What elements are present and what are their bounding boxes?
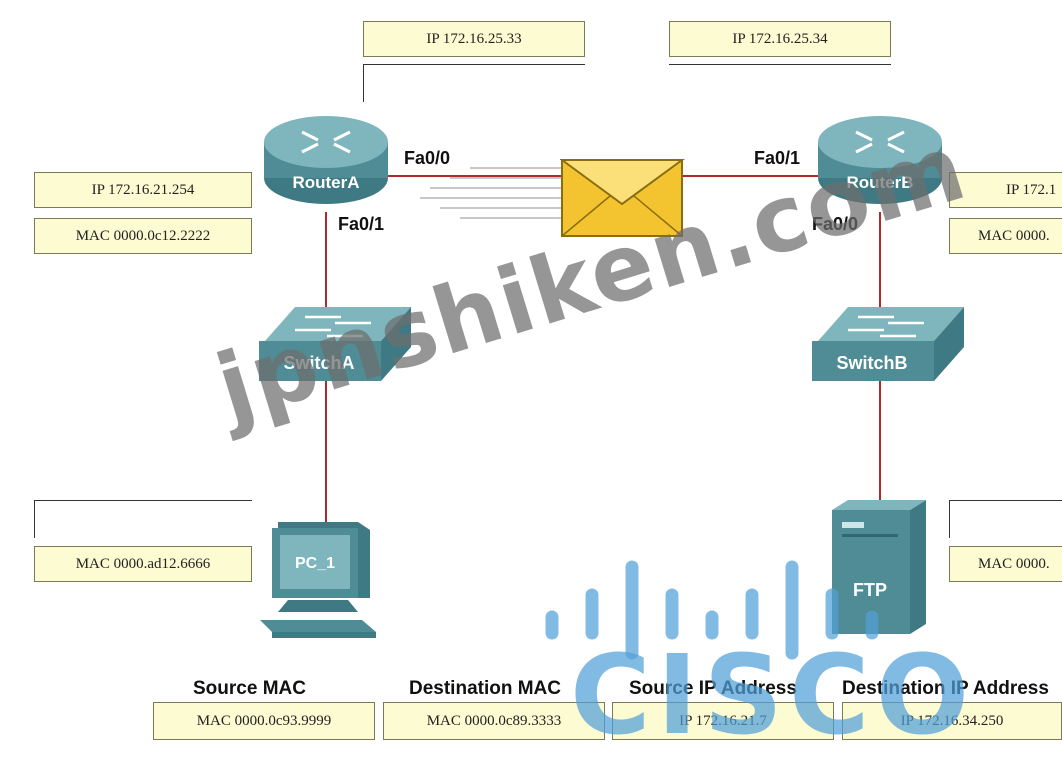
routerA-fa0-0-label: Fa0/0 — [404, 148, 451, 168]
routerA-name: RouterA — [292, 173, 359, 192]
ftp-server-icon[interactable]: FTP — [830, 498, 940, 640]
routerB-top-ip-label: IP 172.16.25.34 — [669, 21, 891, 57]
link-routerB-switchB — [879, 212, 881, 310]
routerA-mac-label: MAC 0000.0c12.2222 — [34, 218, 252, 254]
header-source-ip: Source IP Address — [629, 678, 797, 699]
ftp-bracket — [949, 500, 1062, 538]
routerB-ip-label: IP 172.1 — [949, 172, 1062, 208]
link-switchA-pc — [325, 380, 327, 525]
value-source-ip: IP 172.16.21.7 — [612, 702, 834, 740]
cisco-logo-bars-icon — [545, 560, 879, 660]
routerB-mac-label: MAC 0000. — [949, 218, 1062, 254]
value-destination-mac: MAC 0000.0c89.3333 — [383, 702, 605, 740]
switchA-icon[interactable]: SwitchA — [255, 305, 415, 385]
link-routerA-routerB-left — [385, 175, 565, 177]
switchB-icon[interactable]: SwitchB — [808, 305, 968, 385]
value-destination-ip: IP 172.16.34.250 — [842, 702, 1062, 740]
routerA-icon[interactable]: RouterA — [262, 112, 402, 212]
routerB-icon[interactable]: RouterB — [816, 112, 956, 212]
routerA-ip-label: IP 172.16.21.254 — [34, 172, 252, 208]
routerA-top-ip-label: IP 172.16.25.33 — [363, 21, 585, 57]
link-routerA-routerB-right — [680, 175, 820, 177]
switchA-name: SwitchA — [283, 353, 354, 373]
cisco-logo-text: CISCO — [570, 631, 976, 759]
routerB-top-bracket — [669, 64, 891, 102]
pc-icon[interactable]: PC_1 — [258, 520, 388, 640]
ftp-mac-label: MAC 0000. — [949, 546, 1062, 582]
routerA-fa0-1-label: Fa0/1 — [338, 214, 385, 234]
routerB-fa0-1-label: Fa0/1 — [754, 148, 801, 168]
routerB-fa0-0-label: Fa0/0 — [812, 214, 859, 234]
link-routerA-switchA — [325, 212, 327, 312]
header-destination-ip: Destination IP Address — [842, 678, 1049, 699]
pc-mac-label: MAC 0000.ad12.6666 — [34, 546, 252, 582]
pc-name: PC_1 — [295, 555, 335, 572]
ftp-name: FTP — [853, 580, 887, 600]
header-source-mac: Source MAC — [193, 678, 306, 699]
routerA-top-bracket — [363, 64, 585, 102]
pc-bracket — [34, 500, 252, 538]
packet-envelope-icon[interactable] — [560, 158, 686, 240]
routerB-name: RouterB — [846, 173, 913, 192]
value-source-mac: MAC 0000.0c93.9999 — [153, 702, 375, 740]
packet-motion-streaks — [420, 167, 565, 219]
link-switchB-ftp — [879, 380, 881, 502]
header-destination-mac: Destination MAC — [409, 678, 561, 699]
switchB-name: SwitchB — [836, 353, 907, 373]
